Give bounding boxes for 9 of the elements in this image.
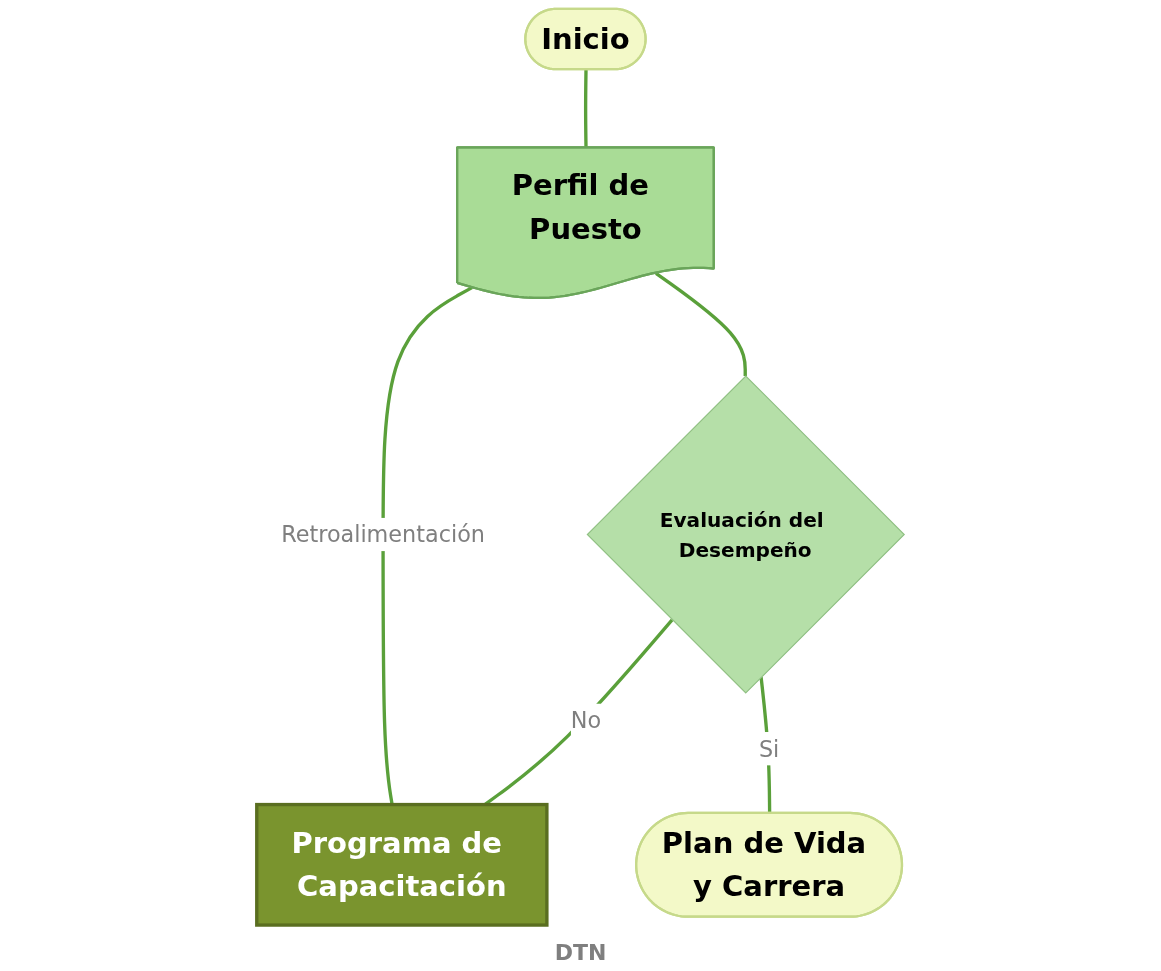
edge-label: No: [570, 706, 602, 734]
edge-label: Retroalimentación: [281, 521, 485, 548]
connector: [381, 286, 473, 805]
edge-label: Si: [758, 735, 780, 763]
note-text: DTN: [554, 940, 607, 965]
node-box: Programa de Capacitación: [255, 802, 549, 927]
node-diamond: Evaluación del Desempeño: [586, 375, 906, 694]
connector: [583, 69, 588, 148]
connector: [655, 271, 747, 377]
